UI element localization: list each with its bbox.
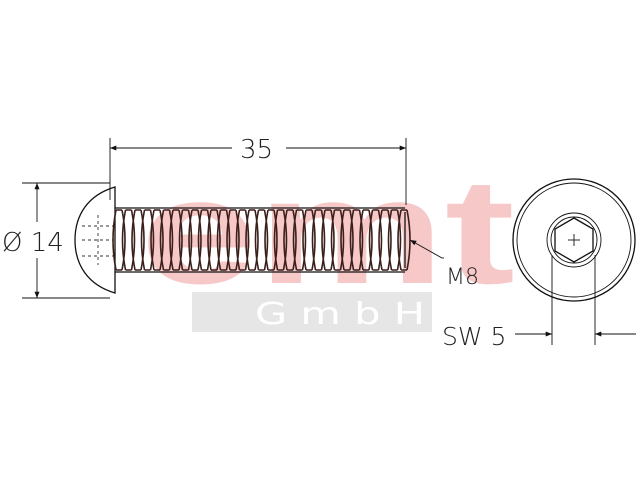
thread-turn (387, 209, 402, 271)
thread-turn (273, 209, 288, 271)
thread-turn (197, 209, 212, 271)
bolt-thread (112, 209, 411, 271)
thread-turn (311, 209, 326, 271)
thread-turn (359, 209, 373, 271)
watermark: emt G m b H (140, 147, 515, 332)
thread-turn (340, 209, 354, 271)
thread-turn (368, 209, 383, 271)
watermark-band (192, 292, 432, 332)
thread-turn (254, 209, 269, 271)
bolt-shank (115, 207, 406, 273)
thread-turn (349, 209, 364, 271)
thread-label: M8 (446, 265, 479, 290)
wrench-size-label: SW 5 (442, 322, 506, 351)
thread-turn (121, 209, 136, 271)
diameter-label: Ø 14 (2, 228, 64, 258)
bolt-side-view (74, 186, 411, 294)
thread-turn (226, 209, 240, 271)
thread-callout: M8 (409, 239, 479, 290)
thread-turn (216, 209, 231, 271)
thread-turn (169, 209, 183, 271)
bolt-head (74, 186, 116, 294)
thread-turn (140, 209, 155, 271)
length-dimension: 35 (109, 135, 407, 205)
wrench-size-dimension: SW 5 (442, 322, 636, 351)
thread-turn (188, 209, 202, 271)
thread-turn (330, 209, 345, 271)
hex-socket (554, 217, 594, 263)
thread-turn (150, 209, 164, 271)
thread-turn (292, 209, 307, 271)
thread-turn (264, 209, 278, 271)
thread-turn (131, 209, 145, 271)
thread-turn (378, 209, 392, 271)
thread-turn (283, 209, 297, 271)
thread-turn (235, 209, 250, 271)
thread-turn (245, 209, 259, 271)
watermark-brand: emt (140, 147, 515, 315)
thread-turn (302, 209, 316, 271)
watermark-subtitle: G m b H (255, 297, 425, 332)
diameter-dimension: Ø 14 (2, 182, 110, 299)
thread-turn (178, 209, 193, 271)
thread-turn (112, 209, 126, 271)
thread-turn (159, 209, 174, 271)
thread-turn (207, 209, 221, 271)
length-label: 35 (240, 135, 273, 165)
thread-turn (321, 209, 335, 271)
bolt-top-view (512, 178, 636, 345)
